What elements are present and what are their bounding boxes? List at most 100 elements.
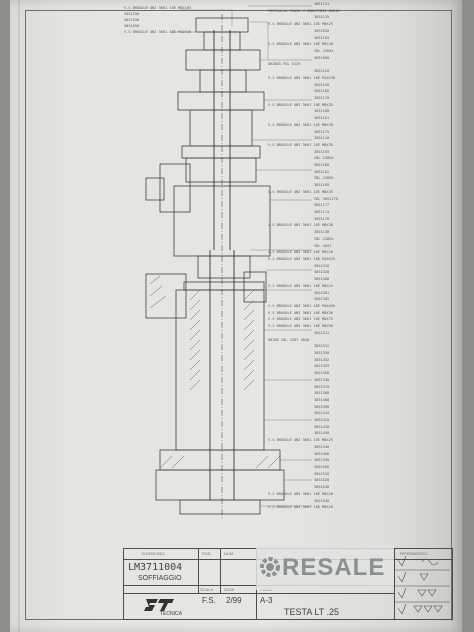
header-ref: RIFERIMENTO xyxy=(400,551,428,556)
callout-label-left: 3051050 xyxy=(124,24,140,28)
callout-label-right: 3051500 xyxy=(314,465,330,470)
callout-label-right: 3051220 xyxy=(314,69,330,74)
callout-label-right: 3051175 xyxy=(314,129,330,134)
callout-label-right: CBL 2305X xyxy=(314,236,334,241)
company-name: TECNICA xyxy=(160,611,182,617)
gear-icon xyxy=(260,557,280,577)
callout-label-right: 3051178 xyxy=(314,216,330,221)
callout-label-right: 3051360 xyxy=(314,371,330,376)
base-flange xyxy=(159,449,281,471)
callout-label-right: 3051350 xyxy=(314,350,330,355)
callout-label-right: 3051310 xyxy=(314,263,330,268)
callout-label-right: 3051520 xyxy=(314,478,330,483)
callout-label-right: 3051135 xyxy=(314,15,330,20)
left-clamp xyxy=(145,273,187,319)
callout-label-right: 3051101 xyxy=(314,116,330,121)
header-drawing-no: N.DISEGNO xyxy=(142,551,165,556)
callout-label-right: V.S BRUGOLE UNI 3661 10E M8X20 xyxy=(268,505,333,510)
callout-label-right: 3051020 xyxy=(314,28,330,33)
watermark-text: RESALE xyxy=(282,554,386,581)
callout-label-right: 3051300 xyxy=(314,277,330,282)
drawing-number: LM3711004 xyxy=(128,562,183,573)
leader-lines-right xyxy=(248,5,312,507)
header-pos: POS. xyxy=(202,551,212,556)
callout-label-right: V.S BRUGOLE UNI 3661 10E M8X20 xyxy=(268,250,333,255)
callout-label-right: V.S BRUGOLE UNI 3661 10E M8X25 xyxy=(268,283,333,288)
callout-label-right: V.S BRUGOLE UNI 3661 10E M8X30 xyxy=(268,310,333,315)
callout-label-right: 3051430 xyxy=(314,424,330,429)
callout-label-right: 3051100 xyxy=(314,89,330,94)
callout-label-right: 3051050 xyxy=(314,55,330,60)
callout-label-right: 3051490 xyxy=(314,458,330,463)
callout-label-right: 3051301 xyxy=(314,290,330,295)
callout-label-right: 3051160 xyxy=(314,163,330,168)
right-clamp xyxy=(243,271,267,303)
callout-label-right: 3051151 xyxy=(314,2,330,6)
callout-label-right: CBL 2305X xyxy=(314,156,334,161)
callout-label-right: 3051380 xyxy=(314,391,330,396)
callout-label-right: ORING COL 2307 3040 xyxy=(268,337,310,342)
callout-label-right: V.S BRUGOLE UNI 3661 10E M8X90 xyxy=(268,324,333,329)
callout-label-right: V.S BRUGOLE UNI 3661 10E M8X35 xyxy=(268,102,333,107)
callout-label-left: V.S BRUGOLE UNI 3661 10E M8X165 xyxy=(124,6,192,10)
callout-label-right: 3051540 xyxy=(314,498,330,503)
callout-label-right: 3051352 xyxy=(314,357,330,362)
callout-label-right: V.S BRUGOLE UNI 3661 10E M8X75 xyxy=(268,317,333,322)
callout-label-right: 3051110 xyxy=(314,136,330,141)
callout-label-right: 3051305 xyxy=(314,297,330,302)
company-logo: TECNICA xyxy=(144,595,182,618)
callout-label-right: 3051162 xyxy=(314,169,330,174)
callout-label-right: V.S BRUGOLE UNI 3661 10E M10X30 xyxy=(268,75,336,80)
upper-flange xyxy=(185,49,261,71)
callout-label-right: CBL 2305X xyxy=(314,176,334,181)
callout-label-right: 3051410 xyxy=(314,411,330,416)
section-hatching xyxy=(149,275,281,469)
callout-label-left: 3051250 xyxy=(124,12,140,16)
st-logo-icon xyxy=(144,599,174,611)
base-plate xyxy=(155,469,285,501)
callout-label-right: 3051460 xyxy=(314,451,330,456)
callout-label-right: CBL 2305X xyxy=(314,48,334,53)
callout-label-right: V.S BRUGOLE UNI 3661 10E M8X20 xyxy=(268,491,333,496)
lower-housing xyxy=(175,289,265,451)
callout-label-right: 3051370 xyxy=(314,384,330,389)
callout-label-right: 3051180 xyxy=(314,109,330,114)
resale-watermark: RESALE xyxy=(256,545,394,590)
callout-label-right: V.S BRUGOLE UNI 3661 10E M8X40 xyxy=(268,42,333,47)
callout-label-right: 3051312 xyxy=(314,344,330,349)
designation: SOFFIAGGIO xyxy=(138,575,182,582)
callout-label-left: V.S BRUGOLE UNI 3661 10E M10X45 xyxy=(124,30,192,34)
callout-label-right: 3051130 xyxy=(314,230,330,235)
callout-label-right: 3051400 xyxy=(314,397,330,402)
callout-label-right: V.S BRUGOLE UNI 3661 10E M8X35 xyxy=(268,142,333,147)
callout-label-right: ORINGS PAL 0139 xyxy=(268,62,301,67)
callout-label-right: V.S BRUGOLE UNI 3661 10E M8X35 xyxy=(268,189,333,194)
callout-label-right: 3051340 xyxy=(314,377,330,382)
callout-label-right: 3051174 xyxy=(314,210,330,215)
callout-label-right: 3051177 xyxy=(314,203,330,208)
callout-label-right: 3051420 xyxy=(314,418,330,423)
scale-value: F.S. xyxy=(202,596,216,605)
callout-label-right: 3051510 xyxy=(314,471,330,476)
surface-finish-symbols xyxy=(394,555,450,615)
callout-label-left: 3051030 xyxy=(124,18,140,22)
callout-label-right: 3051103 xyxy=(314,35,330,40)
callout-label-right: PORTAGLIA TRAVE M ABBATIBIO 80X10 xyxy=(268,8,340,13)
side-fitting xyxy=(159,163,191,213)
drawing-title: TESTA LT .25 xyxy=(284,607,340,617)
header-scale: SCALA xyxy=(200,587,214,592)
callout-label-right: V.S BRUGOLE UNI 3661 10E M10X50 xyxy=(268,303,336,308)
callout-label-right: 3051530 xyxy=(314,485,330,490)
header-num: NUM. xyxy=(224,551,235,556)
callout-label-right: 3051170 xyxy=(314,95,330,100)
callout-label-right: V.S BRUGOLE UNI 3661 10E M8X30 xyxy=(268,122,333,127)
callout-label-right: 3051311 xyxy=(314,330,330,335)
callout-label-right: V.S BRUGOLE UNI 3661 10E M8X30 xyxy=(268,223,333,228)
callout-label-right: 3051320 xyxy=(314,270,330,275)
callout-label-right: V.S BRUGOLE UNI 3661 10E M10X25 xyxy=(268,257,336,261)
callout-label-right: 3051155 xyxy=(314,149,330,154)
format-value: A-3 xyxy=(260,596,273,605)
callout-label-right: CBL 4051 xyxy=(314,243,332,248)
callout-label-right: 3051353 xyxy=(314,364,330,369)
